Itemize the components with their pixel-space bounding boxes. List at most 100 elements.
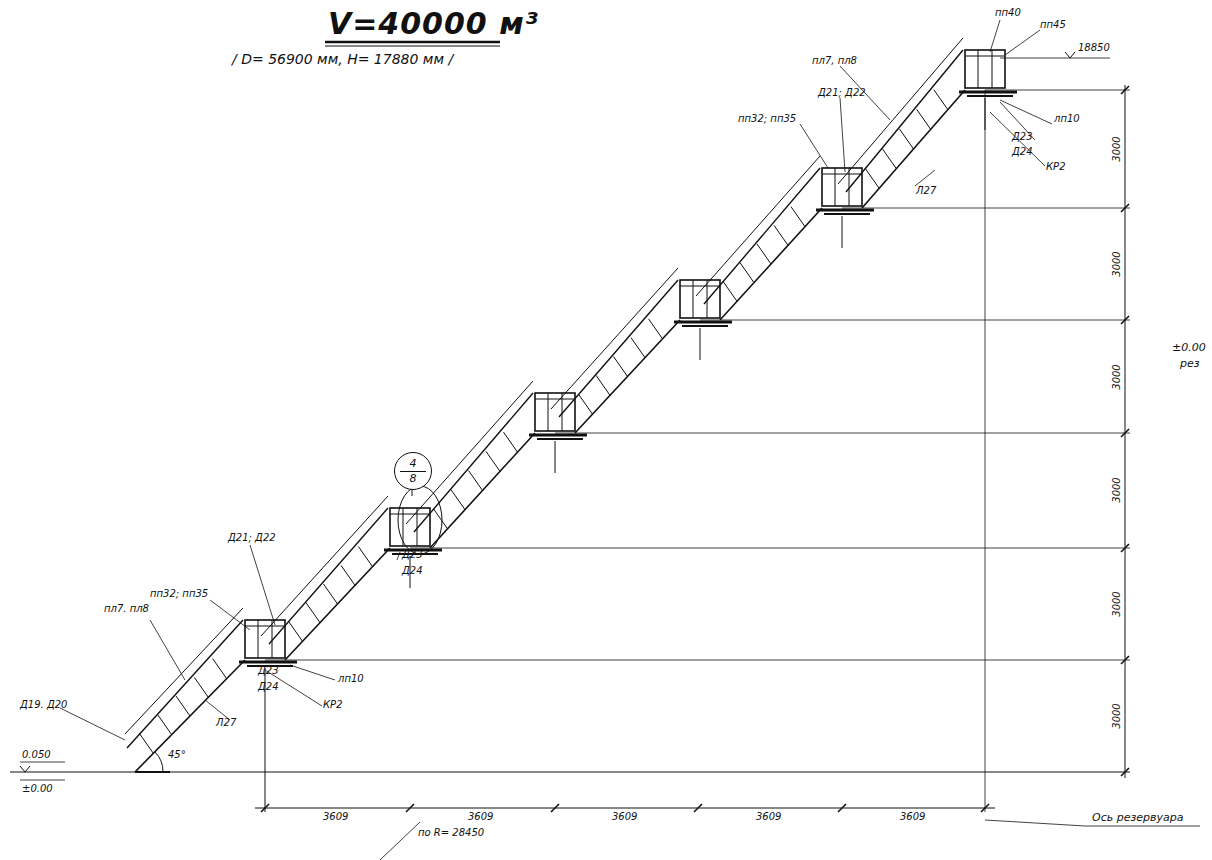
dimension-tick (694, 804, 702, 812)
part-label: пл7, пл8 (812, 56, 857, 66)
leader-line (915, 170, 935, 186)
stair-step (757, 244, 771, 264)
dimension-tick (1121, 656, 1129, 664)
part-label: Д24 (402, 566, 423, 576)
dimension-tick (1121, 204, 1129, 212)
level-line (555, 433, 1130, 434)
level-arrow (1070, 52, 1075, 58)
part-label: Д23 (402, 550, 423, 560)
part-label: пп45 (1040, 20, 1066, 30)
stringer (846, 50, 963, 192)
stringer (414, 393, 533, 532)
level-mark (20, 780, 65, 781)
dimension-tick (261, 804, 269, 812)
part-label: Л27 (216, 718, 236, 728)
dimension-tick (1121, 544, 1129, 552)
part-label: пп32; пп35 (738, 114, 796, 124)
part-label: ±0.00 (22, 784, 53, 794)
stair-step (917, 109, 931, 129)
stair-step (504, 432, 518, 452)
stair-step (324, 584, 338, 604)
handrail (822, 174, 862, 175)
stair-step (934, 90, 948, 110)
stair-step (341, 565, 355, 585)
stair-step (139, 733, 153, 753)
part-label: 0.050 (22, 750, 51, 760)
leader-line (990, 20, 1000, 52)
dimension-tick (551, 804, 559, 812)
dimension-line (255, 808, 995, 809)
stair-step (614, 357, 628, 377)
level-arrow (1065, 52, 1070, 58)
stair-step (579, 394, 593, 414)
platform-beam (816, 209, 874, 212)
ground-line (135, 771, 170, 773)
stair-step (774, 225, 788, 245)
bracket (537, 438, 583, 440)
part-label: КР2 (1046, 162, 1066, 172)
part-label: КР2 (323, 700, 343, 710)
callout-number: 4 (410, 457, 417, 470)
part-label: 3609 (323, 812, 348, 822)
landing-platform (822, 168, 862, 206)
stair-step (451, 490, 465, 510)
stringer (575, 320, 680, 433)
dimension-line (1125, 85, 1126, 778)
dimension-text: 3000 (1112, 477, 1122, 502)
stringer (862, 90, 965, 208)
part-label: Д24 (1012, 147, 1033, 157)
handrail (680, 286, 720, 287)
handrail (390, 514, 430, 515)
stair-step (900, 129, 914, 149)
leader-line (150, 620, 185, 680)
landing-platform (535, 393, 575, 431)
level-arrow (20, 766, 25, 772)
platform-beam (529, 434, 587, 437)
handrail (696, 156, 820, 296)
part-label: 3609 (468, 812, 493, 822)
title-underline (325, 41, 500, 44)
dimension-tick (1121, 86, 1129, 94)
stair-step (434, 509, 448, 529)
part-label: Д23 (258, 666, 279, 676)
leader-line (990, 112, 1045, 166)
stringer (269, 508, 388, 644)
part-label: по R= 28450 (418, 828, 484, 838)
callout-number: 8 (410, 472, 417, 485)
part-label: 3609 (756, 812, 781, 822)
level-mark (20, 762, 65, 763)
platform-beam (239, 661, 297, 664)
part-label: 45° (168, 750, 186, 760)
callout-divider (400, 471, 425, 472)
handrail (245, 626, 285, 627)
landing-platform (245, 620, 285, 658)
leader-line (250, 545, 275, 625)
ground-line (10, 772, 1130, 773)
leader-line (1085, 826, 1200, 827)
part-label: / D= 56900 мм, H= 17880 мм / (232, 52, 453, 66)
level-line (985, 90, 1130, 91)
part-label: пл7. пл8 (104, 604, 149, 614)
leader-line (60, 708, 125, 740)
handrail (125, 608, 243, 734)
stair-step (740, 263, 754, 283)
stair-step (158, 715, 172, 735)
handrail (965, 56, 1005, 57)
stair-step (882, 149, 896, 169)
dimension-text: 3000 (1112, 251, 1122, 276)
stringer (430, 433, 535, 548)
stair-step (359, 547, 373, 567)
part-label: ±0.00 (1172, 342, 1206, 353)
dimension-text: 3000 (1112, 591, 1122, 616)
dimension-text: 3000 (1112, 136, 1122, 161)
stringer (127, 620, 243, 748)
handrail (551, 268, 678, 409)
handrail (406, 381, 533, 524)
detail-callout: 48 (394, 452, 432, 490)
platform-beam (674, 321, 732, 324)
stair-step (791, 207, 805, 227)
part-label: Л27 (916, 186, 936, 196)
part-label: Д21; Д22 (818, 88, 866, 98)
